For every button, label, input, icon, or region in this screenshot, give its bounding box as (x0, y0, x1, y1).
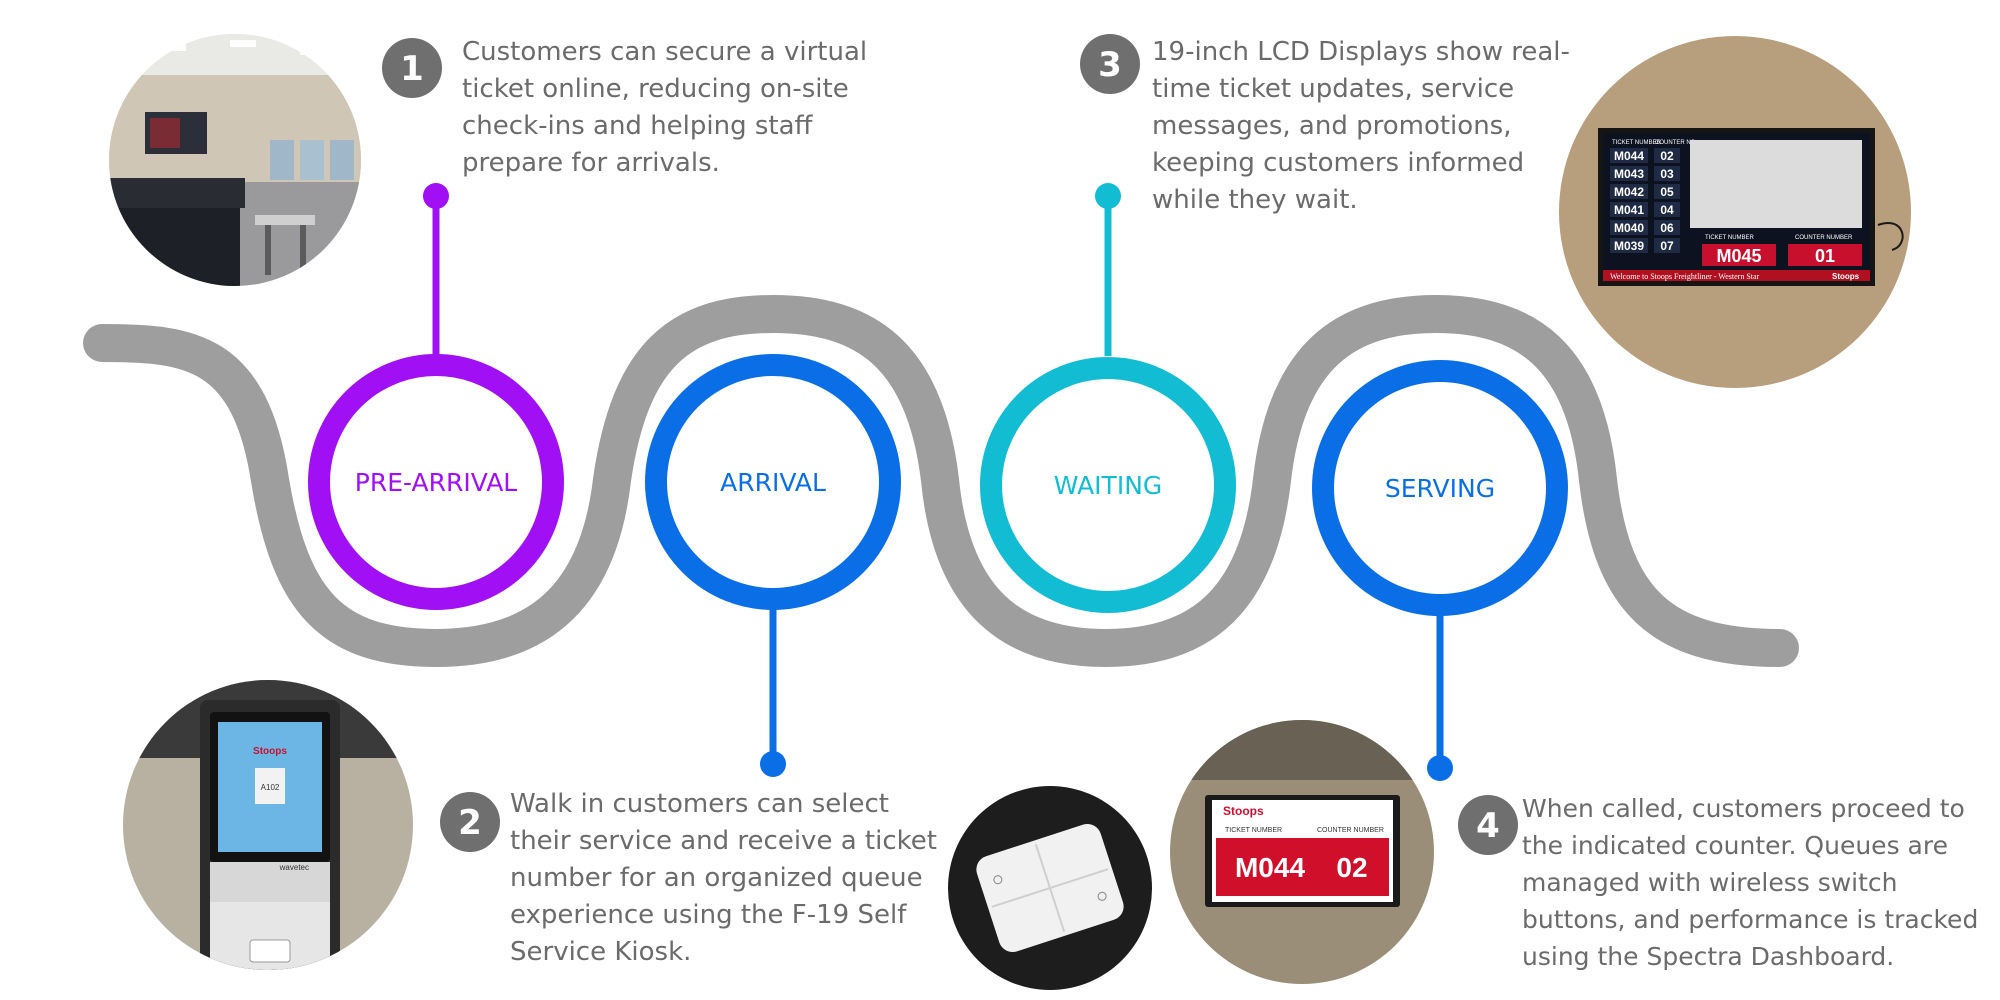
svg-text:TICKET NUMBER: TICKET NUMBER (1225, 827, 1282, 834)
lcd-row-counter: 05 (1660, 185, 1674, 199)
svg-text:TICKET NUMBER: TICKET NUMBER (1612, 140, 1662, 146)
wireless-switch-photo (948, 786, 1152, 990)
connector-serving (1427, 605, 1453, 781)
svg-text:Welcome to Stoops Freightliner: Welcome to Stoops Freightliner - Western… (1610, 272, 1760, 281)
lcd-row-ticket: M044 (1614, 149, 1644, 163)
journey-road (83, 294, 1799, 668)
stage-label-serving: SERVING (1385, 474, 1495, 503)
step-4-description: When called, customers proceed to the in… (1522, 794, 1979, 971)
lcd-row-counter: 03 (1660, 167, 1674, 181)
svg-text:1: 1 (400, 49, 424, 89)
step-1-description: Customers can secure a virtual ticket on… (462, 37, 868, 178)
connector-pre-arrival (423, 183, 449, 356)
lcd-row-ticket-bg (1610, 148, 1648, 163)
svg-text:A102: A102 (261, 783, 280, 792)
lcd-row-counter: 04 (1660, 203, 1674, 217)
lcd-row-counter-bg (1654, 238, 1680, 253)
svg-text:COUNTER NO: COUNTER NO (1655, 140, 1696, 146)
step-badge-2: 2 (440, 792, 500, 852)
lcd-row-counter-bg (1654, 148, 1680, 163)
lcd-row-ticket-bg (1610, 166, 1648, 181)
connector-waiting (1095, 183, 1121, 356)
self-service-kiosk-photo: Stoops A102 wavetec (123, 680, 413, 970)
stage-pre-arrival: PRE-ARRIVAL (308, 354, 564, 610)
lcd-row-ticket: M040 (1614, 221, 1644, 235)
lcd-row-ticket-bg (1610, 202, 1648, 217)
stage-label-waiting: WAITING (1054, 471, 1163, 500)
svg-text:Stoops: Stoops (1832, 272, 1860, 281)
step-badge-3: 3 (1080, 34, 1140, 94)
lcd-row-counter: 02 (1660, 149, 1674, 163)
svg-text:02: 02 (1336, 852, 1367, 883)
lcd-row-ticket-bg (1610, 184, 1648, 199)
step-3-description: 19-inch LCD Displays show real- time tic… (1152, 37, 1570, 215)
stage-waiting: WAITING (980, 357, 1236, 613)
svg-text:Stoops: Stoops (1223, 804, 1264, 818)
svg-text:COUNTER NUMBER: COUNTER NUMBER (1317, 827, 1384, 834)
svg-text:COUNTER NUMBER: COUNTER NUMBER (1795, 235, 1853, 241)
svg-text:4: 4 (1476, 806, 1500, 846)
step-badge-4: 4 (1458, 795, 1518, 855)
lcd-row-counter-bg (1654, 166, 1680, 181)
svg-text:M044: M044 (1235, 852, 1305, 883)
step-badge-1: 1 (382, 38, 442, 98)
svg-text:2: 2 (458, 803, 482, 843)
counter-display-photo: Stoops TICKET NUMBER COUNTER NUMBER M044… (1170, 720, 1434, 984)
lcd-row-counter-bg (1654, 202, 1680, 217)
connector-arrival (760, 600, 786, 777)
lcd-row-counter-bg (1654, 184, 1680, 199)
lcd-row-counter: 06 (1660, 221, 1674, 235)
stage-arrival: ARRIVAL (645, 354, 901, 610)
stage-serving: SERVING (1312, 360, 1568, 616)
lcd-row-ticket: M041 (1614, 203, 1644, 217)
svg-text:3: 3 (1098, 45, 1122, 85)
svg-text:TICKET NUMBER: TICKET NUMBER (1705, 235, 1755, 241)
office-interior-photo (109, 34, 361, 286)
lcd-row-counter: 07 (1660, 239, 1674, 253)
svg-text:wavetec: wavetec (279, 863, 309, 872)
lcd-row-ticket-bg (1610, 220, 1648, 235)
lcd-row-ticket-bg (1610, 238, 1648, 253)
stage-label-pre-arrival: PRE-ARRIVAL (355, 468, 518, 497)
lcd-row-ticket: M039 (1614, 239, 1644, 253)
svg-text:Stoops: Stoops (253, 746, 287, 757)
svg-text:01: 01 (1815, 246, 1835, 266)
stage-label-arrival: ARRIVAL (720, 468, 826, 497)
lcd-row-ticket: M042 (1614, 185, 1644, 199)
lcd-row-ticket: M043 (1614, 167, 1644, 181)
lcd-row-counter-bg (1654, 220, 1680, 235)
step-2-description: Walk in customers can select their servi… (510, 789, 937, 967)
svg-text:M045: M045 (1716, 246, 1761, 266)
